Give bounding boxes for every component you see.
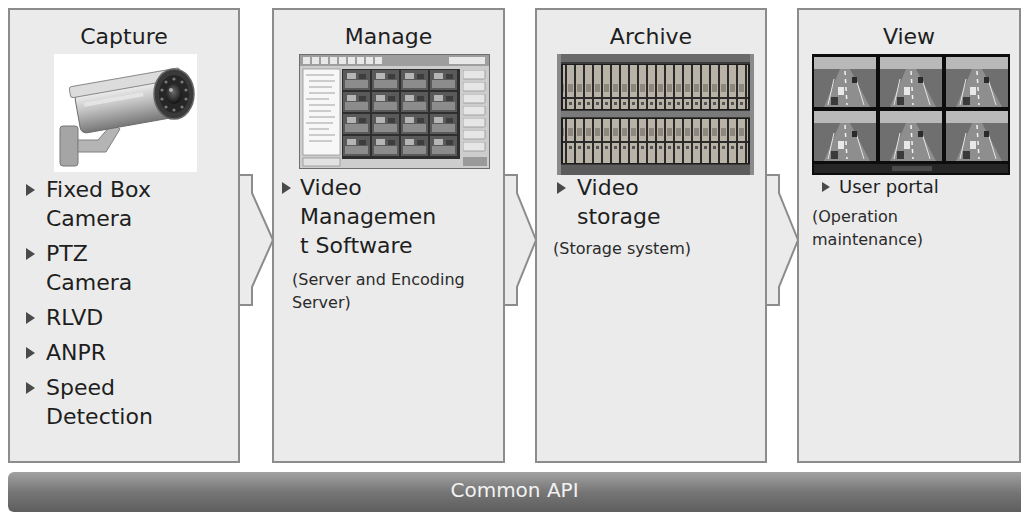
chevron-arrow	[504, 175, 536, 305]
traffic-video-wall	[812, 54, 1010, 175]
bullet-triangle	[26, 347, 35, 359]
api-band: Common API	[8, 472, 1021, 512]
bullet-triangle	[557, 182, 566, 194]
bullet-triangle	[26, 248, 35, 260]
storage-rack-photo	[557, 54, 754, 175]
panel-body: Video Managemen t Software (Server and En…	[282, 173, 487, 314]
note-label: (Operation maintenance)	[812, 205, 972, 251]
panel-heading: View	[799, 23, 1019, 51]
band-label: Common API	[8, 472, 1021, 508]
stage-panel: ViewUser portal(Operation maintenance)	[797, 8, 1021, 463]
bullet-item: RLVD	[26, 303, 176, 332]
item-label: Fixed Box Camera	[46, 175, 176, 233]
bullet-item: Speed Detection	[26, 373, 176, 431]
panel-heading: Manage	[274, 23, 503, 51]
panel-body: Video storage(Storage system)	[557, 173, 753, 260]
bullet-item: Video storage	[557, 173, 717, 231]
camera-photo	[54, 54, 197, 172]
stage-panel: CaptureFixed Box CameraPTZ CameraRLVD ANP…	[8, 8, 240, 463]
bullet-triangle	[26, 382, 35, 394]
software-screenshot	[299, 54, 490, 169]
bullet-item: PTZ Camera	[26, 239, 176, 297]
bullet-item: ANPR	[26, 338, 176, 367]
stage-panel: ManageVideo Managemen t Software (Server …	[272, 8, 505, 463]
panel-body: User portal(Operation maintenance)	[822, 175, 1012, 251]
item-label: Speed Detection	[46, 373, 176, 431]
bullet-triangle	[282, 182, 291, 194]
chevron-arrow	[766, 175, 798, 305]
item-label: Video Managemen t Software	[300, 173, 445, 260]
note-label: (Server and Encoding Server)	[292, 268, 487, 314]
note-row: (Storage system)	[553, 237, 753, 260]
chevron-arrow	[239, 175, 273, 305]
bullet-item: User portal	[822, 175, 1012, 199]
item-label: Video storage	[577, 173, 717, 231]
item-label: PTZ Camera	[46, 239, 176, 297]
bullet-triangle	[26, 312, 35, 324]
panel-heading: Capture	[10, 23, 238, 51]
note-row: (Operation maintenance)	[812, 205, 972, 251]
note-row: (Server and Encoding Server)	[292, 268, 487, 314]
bullet-triangle	[26, 184, 35, 196]
note-label: (Storage system)	[553, 237, 753, 260]
bullet-item: Fixed Box Camera	[26, 175, 176, 233]
item-label: ANPR	[46, 338, 176, 367]
bullet-item: Video Managemen t Software	[282, 173, 445, 260]
bullet-triangle	[822, 182, 830, 192]
panel-body: Fixed Box CameraPTZ CameraRLVD ANPR Speed …	[26, 175, 176, 431]
stage-panel: ArchiveVideo storage(Storage system)	[535, 8, 767, 463]
panel-heading: Archive	[537, 23, 765, 51]
item-label: RLVD	[46, 303, 176, 332]
item-label: User portal	[839, 175, 1012, 199]
